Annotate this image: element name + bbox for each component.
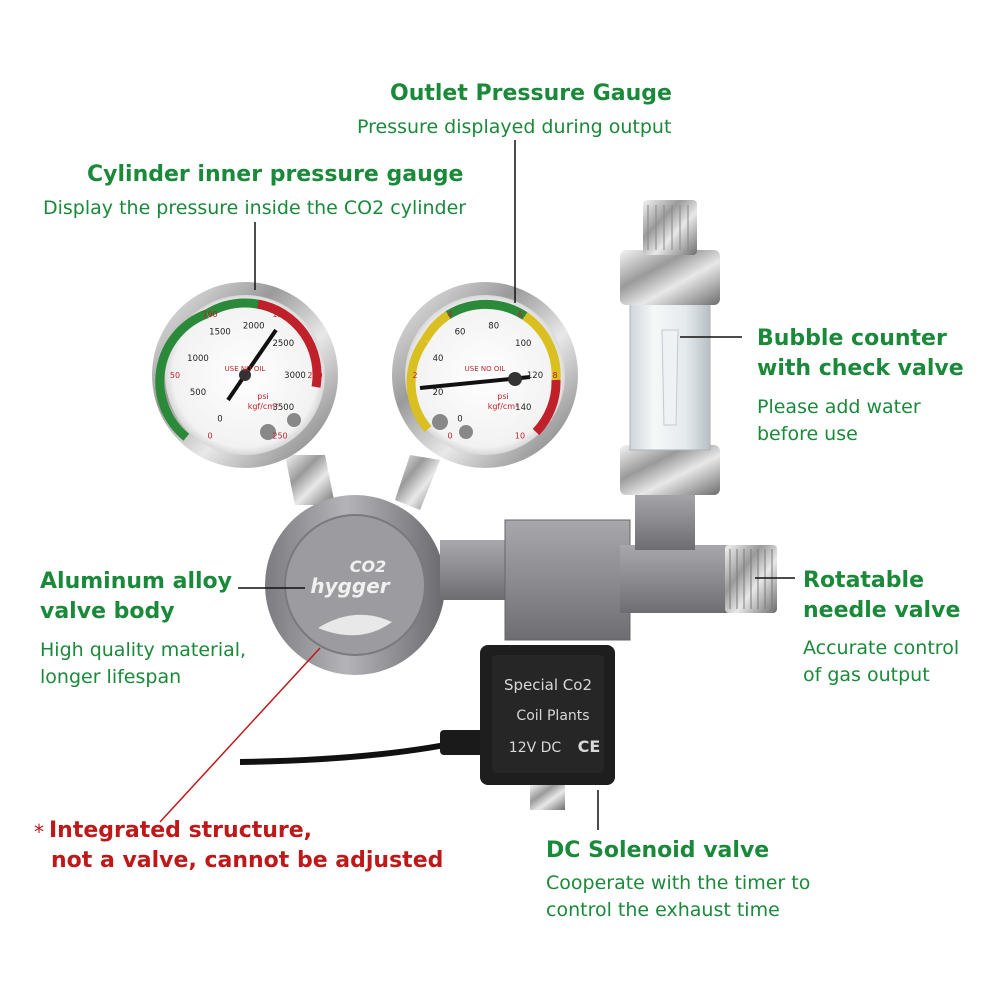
left-gauge-inner-tick-1: 500 xyxy=(190,388,206,398)
left-gauge-outer-tick-1: 50 xyxy=(170,371,180,380)
knurl-lines-needle xyxy=(729,549,773,609)
bubble-counter-cap xyxy=(643,200,697,255)
cylinder-gauge-desc: Display the pressure inside the CO2 cyli… xyxy=(43,197,467,219)
left-gauge-outer-tick-0: 0 xyxy=(207,431,212,440)
needle-valve-title-2: needle valve xyxy=(803,598,961,623)
bubble-counter-title-1: Bubble counter xyxy=(757,326,947,351)
right-gauge-outer-tick-0: 0 xyxy=(447,431,452,440)
brand-logo: hygger xyxy=(310,574,390,598)
left-gauge-outer-tick-4: 200 xyxy=(307,371,322,380)
warning-leader-line xyxy=(159,647,321,823)
right-gauge-inner-tick-4: 80 xyxy=(488,322,499,332)
solenoid-outlet xyxy=(530,785,565,810)
valve-body-title-1: Aluminum alloy xyxy=(40,569,232,594)
left-gauge-inner-tick-6: 3000 xyxy=(284,371,306,381)
right-gauge-unit-0: psi xyxy=(497,392,508,401)
valve-body-desc-2: longer lifespan xyxy=(40,666,182,688)
left-gauge-neck xyxy=(285,455,335,505)
solenoid-block xyxy=(504,519,631,641)
left-gauge-inner-tick-0: 0 xyxy=(217,414,222,424)
right-gauge-inner-tick-3: 60 xyxy=(455,328,466,338)
right-gauge-inner-tick-5: 100 xyxy=(515,339,531,349)
right-gauge-inner-tick-6: 120 xyxy=(527,371,543,381)
valve-body-desc-1: High quality material, xyxy=(40,639,247,661)
right-gauge-inner-tick-2: 40 xyxy=(433,354,444,364)
left-gauge-inner-tick-5: 2500 xyxy=(272,339,294,349)
left-gauge-inner-tick-4: 2000 xyxy=(243,322,265,332)
left-gauge-unit-0: psi xyxy=(257,392,268,401)
bubble-counter-lower-nut xyxy=(620,445,720,495)
right-gauge-inner-tick-0: 0 xyxy=(457,414,462,424)
cylinder-pressure-gauge xyxy=(152,282,338,468)
bubble-counter-desc-2: before use xyxy=(757,423,858,445)
right-gauge-inner-tick-1: 20 xyxy=(433,388,444,398)
solenoid-text-3: 12V DC xyxy=(509,740,562,756)
side-pipe xyxy=(620,545,730,613)
left-gauge-outer-tick-5: 250 xyxy=(272,431,287,440)
warning-line-2: not a valve, cannot be adjusted xyxy=(51,848,444,873)
solenoid-desc-2: control the exhaust time xyxy=(546,899,780,921)
right-gauge-outer-tick-4: 8 xyxy=(552,371,557,380)
solenoid-text-2: Coil Plants xyxy=(516,708,589,724)
valve-body-title-2: valve body xyxy=(40,599,175,624)
left-gauge-center-text: USE NO OIL xyxy=(225,365,266,373)
cylinder-gauge-title: Cylinder inner pressure gauge xyxy=(87,162,464,187)
left-gauge-inner-tick-7: 3500 xyxy=(272,403,294,413)
ce-mark: CE xyxy=(578,737,601,756)
power-cable xyxy=(239,737,471,765)
bubble-counter-title-2: with check valve xyxy=(757,356,964,381)
leader-lines xyxy=(238,140,795,830)
outlet-pressure-gauge xyxy=(392,282,578,468)
brand-co2: CO2 xyxy=(350,557,386,576)
warning-star: * xyxy=(34,820,44,844)
right-gauge-neck xyxy=(395,455,440,510)
right-gauge-inner-tick-7: 140 xyxy=(515,403,531,413)
left-gauge-inner-tick-2: 1000 xyxy=(187,354,209,364)
bubble-counter-upper-nut xyxy=(620,250,720,305)
warning-line-1: Integrated structure, xyxy=(49,818,313,843)
right-gauge-outer-tick-1: 2 xyxy=(412,371,417,380)
right-gauge-outer-tick-5: 10 xyxy=(515,431,525,440)
needle-valve-desc-1: Accurate control xyxy=(803,637,960,659)
left-gauge-outer-tick-3: 150 xyxy=(272,310,287,319)
solenoid-desc-1: Cooperate with the timer to xyxy=(546,872,811,894)
right-gauge-outer-tick-3: 6 xyxy=(517,310,522,319)
outlet-gauge-desc: Pressure displayed during output xyxy=(357,116,672,138)
right-gauge-center-text: USE NO OIL xyxy=(465,365,506,373)
right-gauge-unit-1: kgf/cm² xyxy=(488,402,519,411)
outlet-gauge-title: Outlet Pressure Gauge xyxy=(390,81,672,106)
solenoid-title: DC Solenoid valve xyxy=(546,838,770,863)
needle-valve-title-1: Rotatable xyxy=(803,568,924,593)
solenoid-text-1: Special Co2 xyxy=(504,676,592,694)
bubble-counter-desc-1: Please add water xyxy=(757,396,921,418)
left-gauge-unit-1: kgf/cm² xyxy=(248,402,279,411)
right-gauge-outer-tick-2: 4 xyxy=(447,310,452,319)
left-gauge-outer-tick-2: 100 xyxy=(202,310,217,319)
needle-valve-desc-2: of gas output xyxy=(803,664,930,686)
left-gauge-inner-tick-3: 1500 xyxy=(209,328,231,338)
